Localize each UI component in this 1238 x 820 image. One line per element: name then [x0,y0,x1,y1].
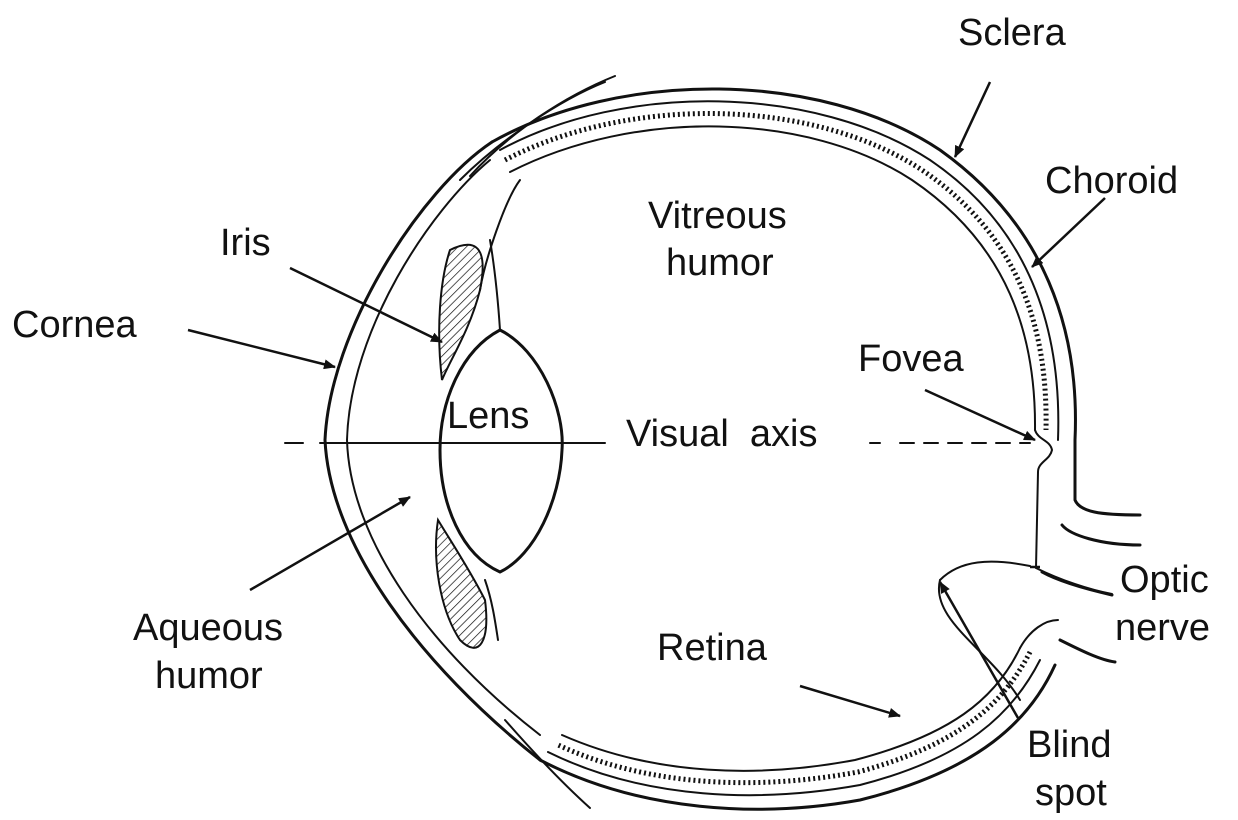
label-iris: Iris [220,222,271,264]
label-choroid: Choroid [1045,160,1178,202]
label-visual-axis: Visual axis [626,413,818,455]
label-sclera: Sclera [958,12,1067,54]
aqueous-arrow [250,497,410,590]
label-fovea: Fovea [858,338,964,380]
label-cornea: Cornea [12,304,137,346]
label-lens: Lens [447,395,529,437]
label-blind-line2: spot [1035,772,1107,814]
label-vitreous-line2: humor [666,242,774,284]
retina-arrow [800,686,900,716]
label-optic-line1: Optic [1120,559,1209,601]
cornea [325,142,540,760]
label-blind-line1: Blind [1027,724,1112,766]
label-optic-line2: nerve [1115,607,1210,649]
retina-layer [1020,430,1112,648]
iris [436,245,486,648]
label-aqueous-line2: humor [155,655,263,697]
label-retina: Retina [657,627,768,669]
choroid-arrow [1032,198,1105,267]
sclera-arrow [955,82,990,157]
optic-nerve [939,562,1112,700]
label-aqueous-line1: Aqueous [133,607,283,649]
fovea-arrow [925,390,1035,440]
labels: Sclera Choroid Vitreous humor Iris Corne… [12,12,1210,814]
blind-spot-arrow [940,582,1018,718]
label-vitreous-line1: Vitreous [648,195,787,237]
lens [440,330,562,572]
iris-arrow [290,268,442,342]
leader-arrows [188,82,1105,718]
cornea-arrow [188,330,335,367]
